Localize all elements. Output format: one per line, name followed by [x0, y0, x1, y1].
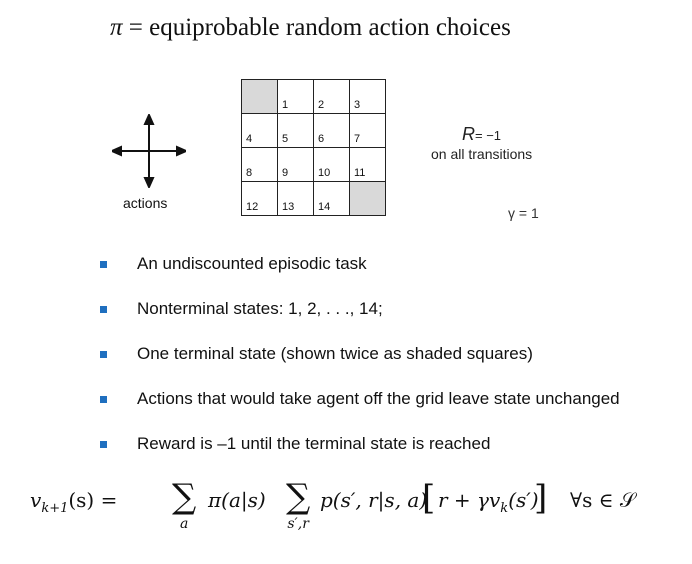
cell-label: 10	[318, 167, 331, 179]
grid-cell: 6	[314, 114, 350, 148]
reward-info: R= −1 on all transitions	[431, 124, 532, 162]
bullet-square-icon	[100, 261, 107, 268]
eq-sum-a: ∑a	[172, 477, 197, 532]
bullet-item: Reward is –1 until the terminal state is…	[100, 434, 620, 479]
cell-label: 2	[318, 99, 325, 111]
terminal-cell	[242, 80, 278, 114]
grid-cell: 13	[278, 182, 314, 216]
bullet-square-icon	[100, 441, 107, 448]
cell-label: 12	[246, 201, 259, 213]
cell-label: 8	[246, 167, 253, 179]
title-text: = equiprobable random action choices	[128, 14, 511, 41]
reward-value: = −1	[475, 128, 502, 143]
bullet-square-icon	[100, 396, 107, 403]
grid-cell: 10	[314, 148, 350, 182]
bullet-item: An undiscounted episodic task	[100, 254, 620, 299]
eq-lhs: vk+1(s) =	[30, 488, 118, 516]
reward-note: on all transitions	[431, 146, 533, 162]
bullet-square-icon	[100, 351, 107, 358]
cell-label: 3	[354, 99, 361, 111]
eq-bracket-content: r + γvk(s′)	[438, 488, 539, 516]
cell-label: 14	[318, 201, 331, 213]
bullet-text: One terminal state (shown twice as shade…	[137, 344, 533, 363]
actions-label: actions	[123, 195, 168, 211]
grid-cell: 14	[314, 182, 350, 216]
eq-left-bracket: [	[422, 478, 436, 518]
cell-label: 4	[246, 133, 253, 145]
bullet-text: Nonterminal states: 1, 2, . . ., 14;	[137, 299, 383, 318]
grid-cell: 7	[350, 114, 386, 148]
bullet-text: An undiscounted episodic task	[137, 254, 367, 273]
grid-cell: 8	[242, 148, 278, 182]
pi-symbol: π	[110, 14, 123, 41]
terminal-cell	[350, 182, 386, 216]
grid-cell: 4	[242, 114, 278, 148]
cell-label: 6	[318, 133, 325, 145]
cell-label: 11	[354, 167, 366, 179]
bullet-item: One terminal state (shown twice as shade…	[100, 344, 620, 389]
bellman-equation: vk+1(s) = ∑a π(a|s) ∑s′,r p(s′, r|s, a) …	[30, 478, 680, 548]
grid-cell: 12	[242, 182, 278, 216]
bullet-text: Reward is –1 until the terminal state is…	[137, 434, 491, 453]
eq-policy: π(a|s)	[208, 488, 266, 512]
grid-cell: 1	[278, 80, 314, 114]
grid-cell: 5	[278, 114, 314, 148]
gamma-value: γ = 1	[508, 205, 539, 221]
grid-cell: 3	[350, 80, 386, 114]
cell-label: 13	[282, 201, 295, 213]
actions-arrows-icon	[112, 114, 186, 188]
eq-dynamics: p(s′, r|s, a)	[320, 488, 428, 512]
bullet-item: Nonterminal states: 1, 2, . . ., 14;	[100, 299, 620, 344]
grid-cell: 11	[350, 148, 386, 182]
cell-label: 1	[282, 99, 289, 111]
reward-symbol: R	[462, 124, 475, 144]
bullet-square-icon	[100, 306, 107, 313]
page-title: π = equiprobable random action choices	[110, 14, 511, 42]
bullet-text: Actions that would take agent off the gr…	[137, 389, 620, 408]
cell-label: 9	[282, 167, 289, 179]
grid-cell: 2	[314, 80, 350, 114]
eq-right-bracket: ]	[534, 478, 548, 518]
eq-sum-sr: ∑s′,r	[286, 477, 311, 532]
bullet-item: Actions that would take agent off the gr…	[100, 389, 620, 434]
eq-quantifier: ∀s ∈ 𝒮	[570, 488, 636, 512]
cell-label: 7	[354, 133, 361, 145]
grid-cell: 9	[278, 148, 314, 182]
cell-label: 5	[282, 133, 289, 145]
